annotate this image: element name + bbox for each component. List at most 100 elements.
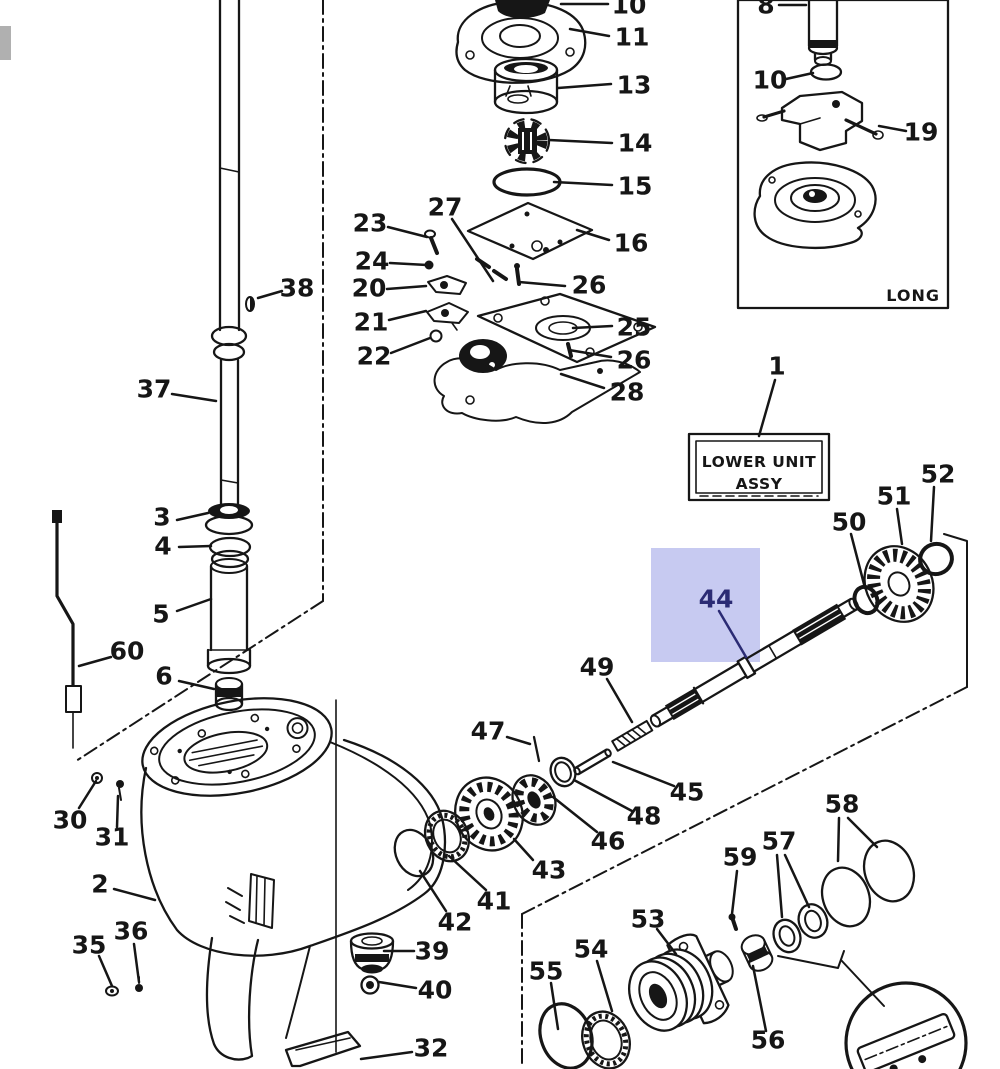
- leader-line-44: [717, 609, 748, 659]
- leader-line-26-lower: [567, 348, 613, 359]
- part-label-24[interactable]: 24: [355, 247, 390, 276]
- part-label-26-lower[interactable]: 26: [617, 346, 652, 375]
- part-label-4[interactable]: 4: [154, 532, 171, 561]
- part-label-23[interactable]: 23: [353, 209, 388, 238]
- leader-line-10-box: [784, 71, 815, 81]
- bolt-35: [105, 985, 119, 997]
- leader-line-28: [559, 372, 606, 390]
- part-label-31[interactable]: 31: [95, 823, 130, 852]
- part-label-10-top[interactable]: 10: [612, 0, 647, 20]
- leader-line-49: [605, 677, 634, 724]
- part-label-51[interactable]: 51: [877, 482, 912, 511]
- part-label-32[interactable]: 32: [414, 1034, 449, 1063]
- part-label-53[interactable]: 53: [631, 905, 666, 934]
- part-label-49[interactable]: 49: [580, 653, 615, 682]
- pump-plate-16: [466, 201, 594, 261]
- part-label-37[interactable]: 37: [137, 375, 172, 404]
- part-label-3[interactable]: 3: [153, 503, 170, 532]
- part-label-57[interactable]: 57: [762, 827, 797, 856]
- part-label-38[interactable]: 38: [280, 274, 315, 303]
- part-label-16[interactable]: 16: [614, 229, 649, 258]
- part-label-20[interactable]: 20: [352, 274, 387, 303]
- bearing-carrier-53: [628, 933, 734, 1032]
- part-label-30[interactable]: 30: [53, 806, 88, 835]
- leader-line-1: [757, 378, 777, 438]
- part-label-21[interactable]: 21: [354, 308, 389, 337]
- part-label-27[interactable]: 27: [428, 193, 463, 222]
- part-label-46[interactable]: 46: [591, 827, 626, 856]
- shift-rod-60: [52, 510, 82, 749]
- leader-line-30: [77, 779, 98, 810]
- clutch-dog-46: [511, 774, 557, 826]
- nut-40: [360, 975, 380, 995]
- oil-seal-54: [581, 1010, 631, 1069]
- part-labels-layer: 1011131415162324202122272625262838378101…: [53, 0, 956, 1063]
- part-label-11[interactable]: 11: [615, 23, 650, 52]
- part-label-6[interactable]: 6: [155, 662, 172, 691]
- part-label-48[interactable]: 48: [627, 802, 662, 831]
- part-label-8[interactable]: 8: [757, 0, 774, 20]
- part-label-58[interactable]: 58: [825, 790, 860, 819]
- part-label-13[interactable]: 13: [617, 71, 652, 100]
- part-label-45[interactable]: 45: [670, 778, 705, 807]
- part-label-43[interactable]: 43: [532, 856, 567, 885]
- leader-line-53: [655, 927, 678, 956]
- part-label-2[interactable]: 2: [91, 870, 108, 899]
- leader-line-5: [175, 597, 213, 613]
- part-label-47[interactable]: 47: [471, 717, 506, 746]
- part-label-15[interactable]: 15: [618, 172, 653, 201]
- selected-part-highlight: [651, 548, 760, 662]
- leader-line-57: [775, 853, 784, 919]
- part-label-56[interactable]: 56: [751, 1026, 786, 1055]
- part-label-35[interactable]: 35: [72, 931, 107, 960]
- part-label-28[interactable]: 28: [610, 378, 645, 407]
- leader-line-11: [568, 27, 611, 38]
- part-label-1[interactable]: 1: [768, 352, 785, 381]
- leader-line-20: [385, 284, 428, 291]
- leader-line-14: [547, 138, 614, 145]
- leader-line-59: [730, 869, 739, 916]
- leader-line-43: [512, 837, 535, 862]
- part-label-39[interactable]: 39: [415, 937, 450, 966]
- part-label-52[interactable]: 52: [921, 460, 956, 489]
- seals-57: [772, 903, 829, 954]
- leader-line-50: [849, 532, 867, 590]
- leader-line-58: [836, 816, 841, 863]
- leader-line-45: [611, 760, 676, 788]
- assembly-boundary-lines: [75, 0, 968, 1067]
- part-label-40[interactable]: 40: [418, 976, 453, 1005]
- part-label-25[interactable]: 25: [617, 313, 652, 342]
- leader-line-3: [175, 511, 210, 522]
- gasket-28: [433, 357, 641, 424]
- part-label-54[interactable]: 54: [574, 935, 609, 964]
- spring-49: [611, 719, 654, 752]
- lower-unit-assy-box: LOWER UNIT ASSY: [687, 432, 831, 502]
- part-label-19[interactable]: 19: [904, 118, 939, 147]
- woodruff-key-38: [245, 296, 255, 312]
- part-label-26-upper[interactable]: 26: [572, 271, 607, 300]
- part-label-36[interactable]: 36: [114, 917, 149, 946]
- part-label-44[interactable]: 44: [699, 585, 734, 614]
- part-label-14[interactable]: 14: [618, 129, 653, 158]
- leader-line-31: [115, 794, 120, 829]
- leader-line-55: [549, 981, 560, 1031]
- pump-insert-cartridge-13: [493, 57, 559, 115]
- part-label-5[interactable]: 5: [152, 600, 169, 629]
- leader-line-36: [132, 942, 141, 984]
- o-ring-52: [918, 541, 954, 577]
- retainer-cap: [777, 950, 968, 1069]
- part-label-22[interactable]: 22: [357, 342, 392, 371]
- clamp-bracket-19: [756, 90, 884, 152]
- part-label-59[interactable]: 59: [723, 843, 758, 872]
- part-label-41[interactable]: 41: [477, 887, 512, 916]
- part-label-10-box[interactable]: 10: [753, 66, 788, 95]
- leader-line-21: [387, 309, 428, 322]
- o-rings-58: [820, 839, 916, 928]
- o-ring-50: [852, 584, 880, 616]
- part-label-50[interactable]: 50: [832, 508, 867, 537]
- part-label-55[interactable]: 55: [529, 957, 564, 986]
- part-label-60[interactable]: 60: [110, 637, 145, 666]
- part-label-42[interactable]: 42: [438, 908, 473, 937]
- ring-22: [429, 329, 443, 343]
